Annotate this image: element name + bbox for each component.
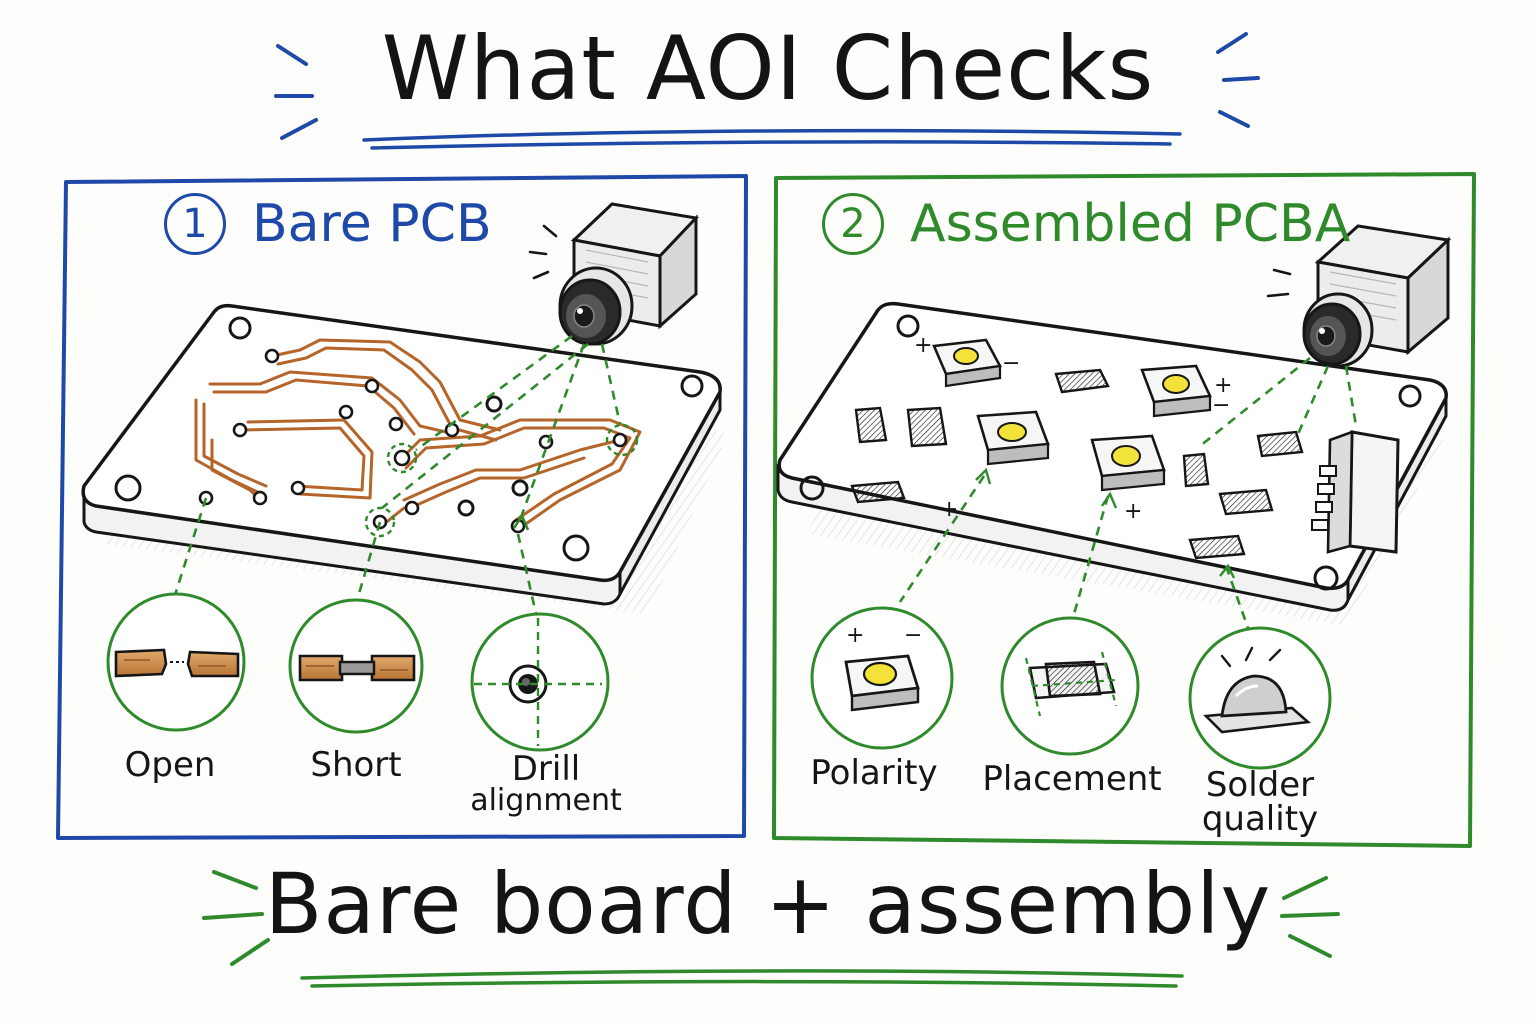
camera-icon — [1266, 224, 1452, 368]
polarity-plus-mark: + — [1124, 499, 1142, 524]
check-label-short: Short — [310, 745, 402, 785]
placement-component-icon — [1000, 616, 1140, 756]
led-component — [1090, 434, 1166, 492]
panel-number-badge: 2 — [822, 193, 884, 255]
polarity-component-icon: + − — [810, 606, 954, 750]
title-accent-marks-right — [1216, 32, 1260, 128]
check-label-placement: Placement — [982, 759, 1162, 799]
assembled-pcba-heading: 2 Assembled PCBA — [822, 186, 1350, 262]
panel-number-badge: 1 — [164, 193, 226, 255]
footer-underline — [300, 969, 1184, 988]
footer-caption: Bare board + assembly — [264, 855, 1272, 953]
check-label-polarity: Polarity — [810, 753, 938, 793]
polarity-minus-mark: − — [1212, 393, 1230, 418]
page-title: What AOI Checks — [381, 17, 1155, 120]
connector-header — [1311, 430, 1400, 554]
check-label-line: alignment — [470, 783, 622, 818]
title-underline — [362, 128, 1182, 150]
check-label-line: quality — [1201, 799, 1319, 839]
camera-icon — [528, 202, 700, 346]
bare-pcb-board-illustration — [81, 303, 728, 614]
drill-hole-icon — [470, 612, 610, 752]
footer-accent-marks-left — [202, 870, 270, 966]
short-trace-icon — [288, 598, 424, 734]
solder-joint-icon — [1188, 626, 1332, 770]
footer-accent-marks-right — [1280, 876, 1340, 958]
led-component — [976, 410, 1050, 466]
open-trace-icon — [106, 592, 246, 732]
title-accent-marks-left — [274, 44, 318, 140]
bare-pcb-heading: 1 Bare PCB — [164, 186, 492, 262]
check-label-solder-quality: Solder quality — [1160, 768, 1360, 836]
polarity-plus-mark: + — [940, 497, 958, 522]
polarity-plus-mark: + — [914, 333, 932, 358]
polarity-plus-mark: + — [846, 623, 864, 648]
bare-pcb-heading-text: Bare PCB — [252, 194, 492, 254]
polarity-plus-mark: + — [1214, 373, 1232, 398]
assembled-pcba-board-illustration: + − + − + + — [776, 301, 1448, 626]
check-label-line: Solder — [1205, 765, 1315, 805]
polarity-minus-mark: − — [1002, 351, 1020, 376]
assembled-pcba-panel-frame — [772, 172, 1476, 848]
led-component — [1140, 364, 1212, 418]
assembled-pcba-heading-text: Assembled PCBA — [910, 194, 1351, 254]
check-label-line: Drill — [511, 749, 581, 789]
bare-pcb-panel-frame — [56, 174, 748, 840]
polarity-minus-mark: − — [904, 623, 922, 648]
check-label-open: Open — [124, 745, 216, 785]
led-component — [932, 338, 1003, 388]
check-label-drill-alignment: Drill alignment — [446, 752, 646, 816]
